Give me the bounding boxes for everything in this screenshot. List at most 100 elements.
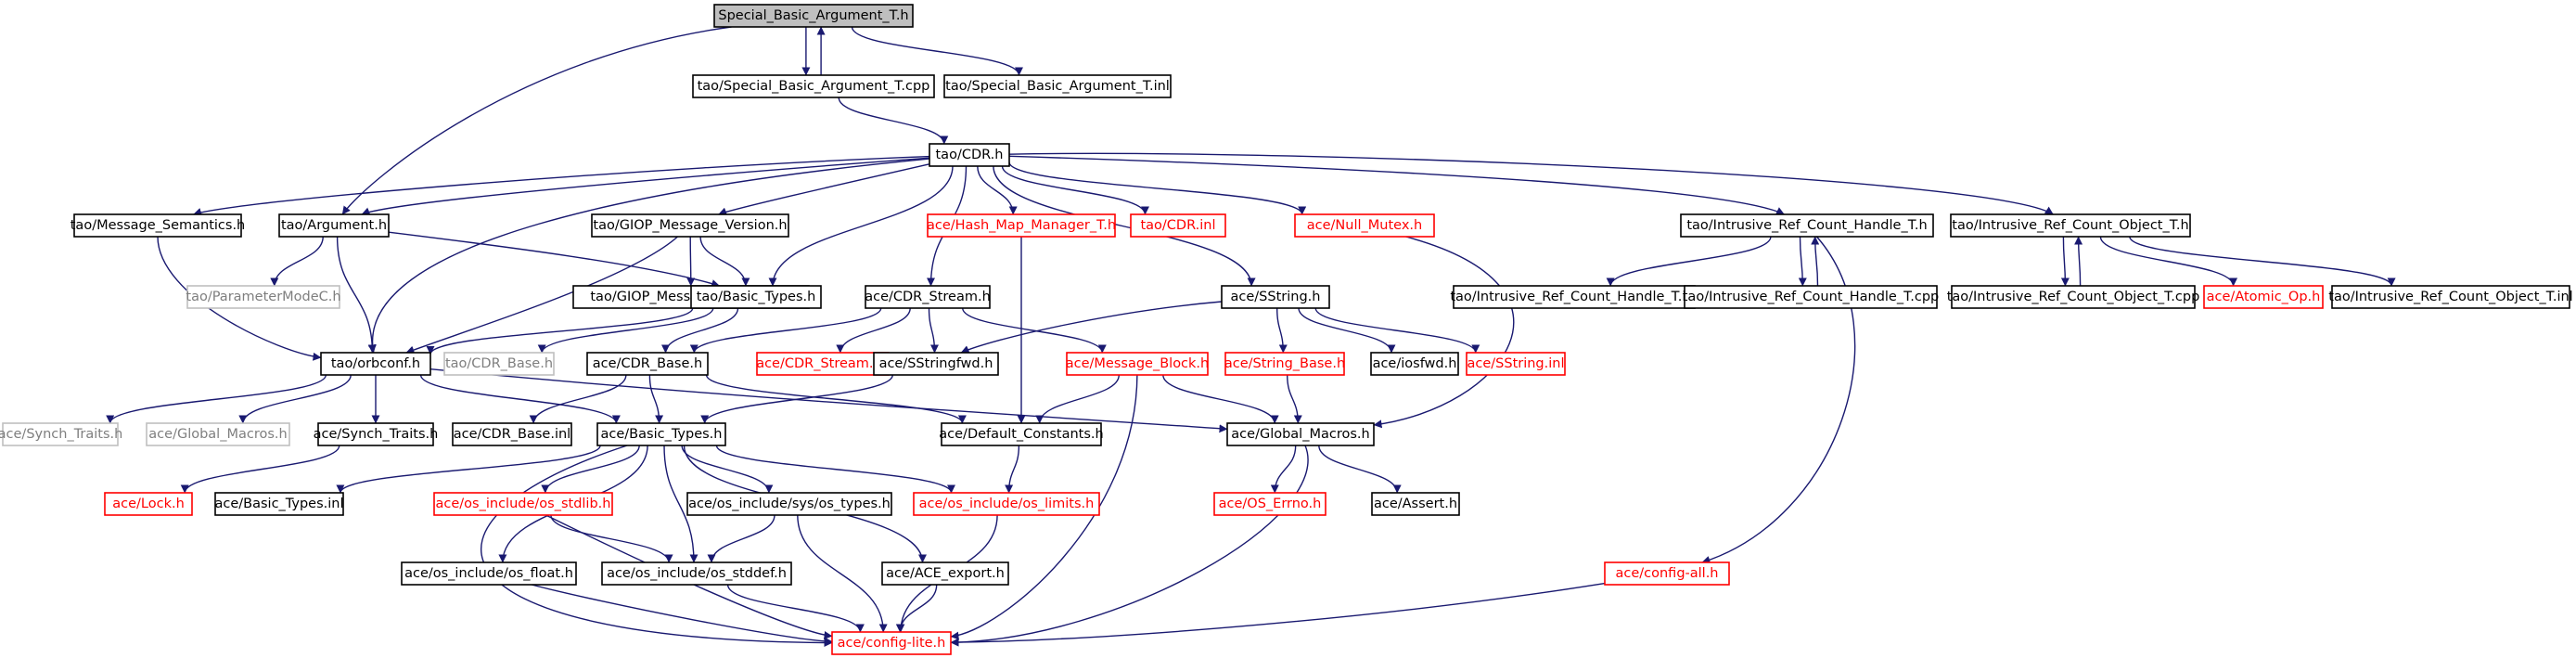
node-label: tao/Special_Basic_Argument_T.cpp <box>698 79 930 94</box>
node-box <box>2331 285 2570 309</box>
node-tao-cdr-base[interactable]: tao/CDR_Base.h <box>443 352 555 376</box>
node-giop-ver[interactable]: tao/GIOP_Message_Version.h <box>591 213 789 238</box>
node-irch[interactable]: tao/Intrusive_Ref_Count_Handle_T.h <box>1680 213 1934 238</box>
node-box <box>1453 285 1696 309</box>
edge-giop_ver-to-giop_ver_inl <box>686 236 696 287</box>
node-cdr-base-inl[interactable]: ace/CDR_Base.inl <box>452 422 572 446</box>
node-os-stdlib[interactable]: ace/os_include/os_stdlib.h <box>433 492 613 516</box>
node-global-gray[interactable]: ace/Global_Macros.h <box>146 422 290 446</box>
node-label: tao/Intrusive_Ref_Count_Object_T.cpp <box>1947 290 2200 304</box>
node-synch[interactable]: ace/Synch_Traits.h <box>314 422 439 446</box>
node-box <box>1224 352 1345 376</box>
node-iosfwd[interactable]: ace/iosfwd.h <box>1370 352 1459 376</box>
node-os-stddef[interactable]: ace/os_include/os_stddef.h <box>601 561 792 586</box>
node-ace-cdr-base[interactable]: ace/CDR_Base.h <box>586 352 709 376</box>
node-box <box>865 285 991 309</box>
edge-irch-to-irch_cpp <box>1798 236 1807 287</box>
edge-layer <box>106 26 2396 648</box>
node-box <box>2 422 119 446</box>
edge-tao_basic-to-tao_cdr_base <box>537 307 714 354</box>
node-root[interactable]: Special_Basic_Argument_T.h <box>713 4 914 28</box>
node-label: ace/Hash_Map_Manager_T.h <box>927 218 1116 233</box>
node-sba-cpp[interactable]: tao/Special_Basic_Argument_T.cpp <box>692 74 935 98</box>
edge-cdr_h-to-sstring <box>993 165 1256 287</box>
edge-os_types-to-config_lite <box>797 514 888 633</box>
node-irco[interactable]: tao/Intrusive_Ref_Count_Object_T.h <box>1950 213 2191 238</box>
node-msg-sem[interactable]: tao/Message_Semantics.h <box>70 213 246 238</box>
node-sstring[interactable]: ace/SString.h <box>1221 285 1330 309</box>
edge-cdr_h-to-tao_basic <box>768 165 954 287</box>
node-label: ace/CDR_Base.h <box>593 356 702 371</box>
edge-cdr_h-to-argument <box>361 157 930 216</box>
node-cdr-stream-inl[interactable]: ace/CDR_Stream.inl <box>756 352 890 376</box>
node-label: ace/Atomic_Op.h <box>2207 290 2321 304</box>
node-ace-basic[interactable]: ace/Basic_Types.h <box>596 422 726 446</box>
node-irco-cpp[interactable]: tao/Intrusive_Ref_Count_Object_T.cpp <box>1947 285 2200 309</box>
node-irco-inl[interactable]: tao/Intrusive_Ref_Count_Object_T.inl <box>2328 285 2573 309</box>
node-hash-map[interactable]: ace/Hash_Map_Manager_T.h <box>927 213 1116 238</box>
node-synch-gray[interactable]: ace/Synch_Traits.h <box>0 422 122 446</box>
edge-tao_basic-to-ace_cdr_base <box>661 307 739 354</box>
node-argument[interactable]: tao/Argument.h <box>278 213 390 238</box>
edge-sstring-to-sstringfwd <box>960 301 1223 354</box>
edge-os_stdlib-to-config_lite <box>545 514 833 639</box>
node-sstring-inl[interactable]: ace/SString.inl <box>1466 352 1566 376</box>
node-config-lite[interactable]: ace/config-lite.h <box>831 631 952 655</box>
node-label: tao/GIOP_Message_Version.h <box>593 218 787 233</box>
node-config-all[interactable]: ace/config-all.h <box>1604 561 1730 586</box>
node-default-const[interactable]: ace/Default_Constants.h <box>939 422 1104 446</box>
edge-irch_cpp-to-irch <box>1811 236 1820 287</box>
edge-cdr_h-to-null_mutex <box>1008 161 1307 215</box>
edge-msg_block-to-default_const <box>1035 374 1120 424</box>
node-orbconf[interactable]: tao/orbconf.h <box>320 352 431 376</box>
node-atomic-op[interactable]: ace/Atomic_Op.h <box>2203 285 2324 309</box>
node-label: ace/Null_Mutex.h <box>1307 218 1422 233</box>
node-box <box>1684 285 1938 309</box>
edge-orbconf-to-global_gray <box>238 374 352 424</box>
node-lock[interactable]: ace/Lock.h <box>104 492 193 516</box>
node-box <box>927 213 1116 238</box>
node-sba-inl[interactable]: tao/Special_Basic_Argument_T.inl <box>943 74 1172 98</box>
edge-irco-to-atomic_op <box>2099 236 2238 287</box>
node-tao-basic[interactable]: tao/Basic_Types.h <box>690 285 822 309</box>
node-global-macros[interactable]: ace/Global_Macros.h <box>1226 422 1375 446</box>
edge-cdr_h-to-cdr_inl <box>1001 165 1149 215</box>
node-cdr-h[interactable]: tao/CDR.h <box>929 143 1010 167</box>
node-label: tao/Intrusive_Ref_Count_Object_T.inl <box>2328 290 2572 304</box>
edge-global_macros-to-config_lite <box>950 445 1309 647</box>
node-box <box>881 561 1009 586</box>
node-os-types[interactable]: ace/os_include/sys/os_types.h <box>686 492 892 516</box>
node-box <box>1370 352 1459 376</box>
node-label: ace/config-lite.h <box>838 636 946 651</box>
edge-ace_cdr_base-to-default_const <box>705 374 967 424</box>
node-null-mutex[interactable]: ace/Null_Mutex.h <box>1294 213 1435 238</box>
node-box <box>686 492 892 516</box>
node-os-limits[interactable]: ace/os_include/os_limits.h <box>913 492 1100 516</box>
node-os-errno[interactable]: ace/OS_Errno.h <box>1213 492 1326 516</box>
node-label: ace/SStringfwd.h <box>879 356 993 371</box>
node-string-base[interactable]: ace/String_Base.h <box>1224 352 1345 376</box>
node-label: tao/Message_Semantics.h <box>70 218 246 233</box>
edge-sstring-to-iosfwd <box>1298 307 1396 354</box>
node-os-float[interactable]: ace/os_include/os_float.h <box>401 561 577 586</box>
node-ace-export[interactable]: ace/ACE_export.h <box>881 561 1009 586</box>
node-label: tao/Basic_Types.h <box>697 290 816 304</box>
node-irch-cpp[interactable]: tao/Intrusive_Ref_Count_Handle_T.cpp <box>1683 285 1939 309</box>
node-msg-block[interactable]: ace/Message_Block.h <box>1066 352 1209 376</box>
node-label: ace/Basic_Types.h <box>601 427 723 442</box>
node-label: tao/Special_Basic_Argument_T.inl <box>945 79 1170 94</box>
edge-cdr_stream-to-ace_cdr_base <box>689 307 882 354</box>
node-box <box>278 213 390 238</box>
node-assert[interactable]: ace/Assert.h <box>1371 492 1460 516</box>
node-cdr-stream[interactable]: ace/CDR_Stream.h <box>865 285 991 309</box>
edge-cdr_h-to-orbconf <box>367 158 930 354</box>
node-param-mode[interactable]: tao/ParameterModeC.h <box>186 285 341 309</box>
node-sstringfwd[interactable]: ace/SStringfwd.h <box>873 352 999 376</box>
node-irch-inl[interactable]: tao/Intrusive_Ref_Count_Handle_T.inl <box>1450 285 1698 309</box>
node-cdr-inl[interactable]: tao/CDR.inl <box>1130 213 1226 238</box>
node-basic-inl[interactable]: ace/Basic_Types.inl <box>214 492 344 516</box>
node-box <box>186 285 340 309</box>
edge-giop_ver-to-tao_basic <box>699 236 750 287</box>
edge-root-to-argument <box>341 26 732 215</box>
